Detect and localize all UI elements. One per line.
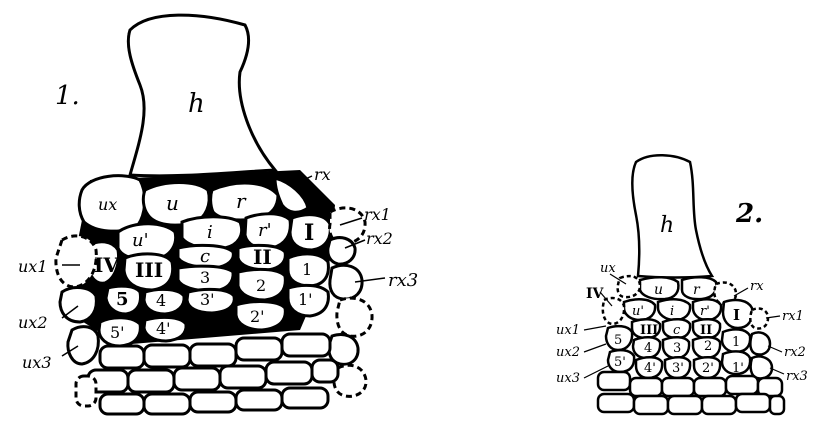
fig2-side-rx3: rx3 [786,369,808,384]
fig1-cell-ux3 [68,327,99,364]
fig2-lower-brick-rows [598,372,784,414]
fig1-label-h: h [188,89,205,119]
fig2-side-rx: rx [750,279,764,294]
fig2-label-I: I [733,306,740,324]
fig2-label-4p: 4' [644,361,656,376]
fig1-side-rx2: rx2 [366,229,393,248]
fig1-label-i: i [207,222,213,243]
fig1-label-1: 1 [302,260,312,279]
fig1-cell-ux1 [56,236,96,287]
fig1-side-rx1: rx1 [364,205,391,224]
fig2-cell-ux [618,276,640,297]
fig1-side-ux3: ux3 [22,353,52,372]
fig2-side-ux: ux [600,261,616,276]
fig2-label-2p: 2' [702,361,714,376]
fig2-label-3: 3 [673,341,681,356]
fig2-label-1: 1 [732,335,740,350]
fig1-side-ux1: ux1 [18,257,48,276]
fig2-label-III: III [640,323,658,338]
fig1-label-3: 3 [200,268,210,287]
fig1-label-2: 2 [256,276,266,295]
fig1-number: 1. [55,81,80,111]
fig1-label-u2: u' [132,230,149,251]
fig1-label-II: II [253,245,272,269]
fig2-label-II: II [700,323,712,338]
fig2-cell-rx1 [750,308,768,328]
fig2-side-IV: IV [586,286,605,302]
fig2-side-ux3: ux3 [556,371,580,386]
fig2-label-i: i [670,304,674,319]
fig2-label-u: u [654,282,663,298]
fig2-label-2: 2 [704,339,712,354]
figure-1 [56,15,385,414]
fig1-label-5: 5 [116,289,129,310]
fig1-side-ux2: ux2 [18,313,48,332]
fig1-label-IV: IV [94,253,119,277]
fig1-label-I: I [304,220,314,246]
fig2-side-ux1: ux1 [556,323,580,338]
fig1-cell-rx4 [337,298,372,336]
fig1-side-rx: rx [314,165,331,184]
fig2-side-rx1: rx1 [782,309,804,324]
fig2-label-c: c [673,323,681,338]
fig2-label-h: h [660,213,674,238]
fig1-label-III: III [135,258,163,282]
fig2-label-3p: 3' [672,361,684,376]
fig1-label-c: c [200,246,210,267]
fig2-label-4: 4 [644,341,652,356]
fig1-label-4: 4 [156,291,166,310]
fig1-label-ux: ux [98,195,117,214]
fig1-label-5p: 5' [110,323,125,342]
fig2-label-1p: 1' [732,361,744,376]
fig1-label-3p: 3' [200,290,215,309]
fig1-label-1p: 1' [298,290,313,309]
fig1-label-r2: r' [258,220,272,241]
fig2-label-u2: u' [632,304,644,319]
fig1-cell-rx2 [328,238,355,264]
fig2-label-5p: 5' [614,355,626,370]
fig2-label-r2: r' [700,304,710,319]
fig1-label-2p: 2' [250,307,265,326]
fig1-label-4p: 4' [156,319,171,338]
fig1-label-r: r [236,189,247,213]
fig1-cell-ux2 [60,287,96,322]
fig2-side-rx2: rx2 [784,345,806,360]
fig2-cell-rx2 [750,332,770,354]
fig2-side-ux2: ux2 [556,345,580,360]
fig1-side-rx3: rx3 [388,270,418,291]
fig2-label-5: 5 [614,333,622,348]
fig2-number: 2. [735,199,763,229]
fig1-lower-brick-rows [76,334,338,414]
fig2-cell-IV [603,298,624,324]
fig1-label-u: u [166,191,179,215]
